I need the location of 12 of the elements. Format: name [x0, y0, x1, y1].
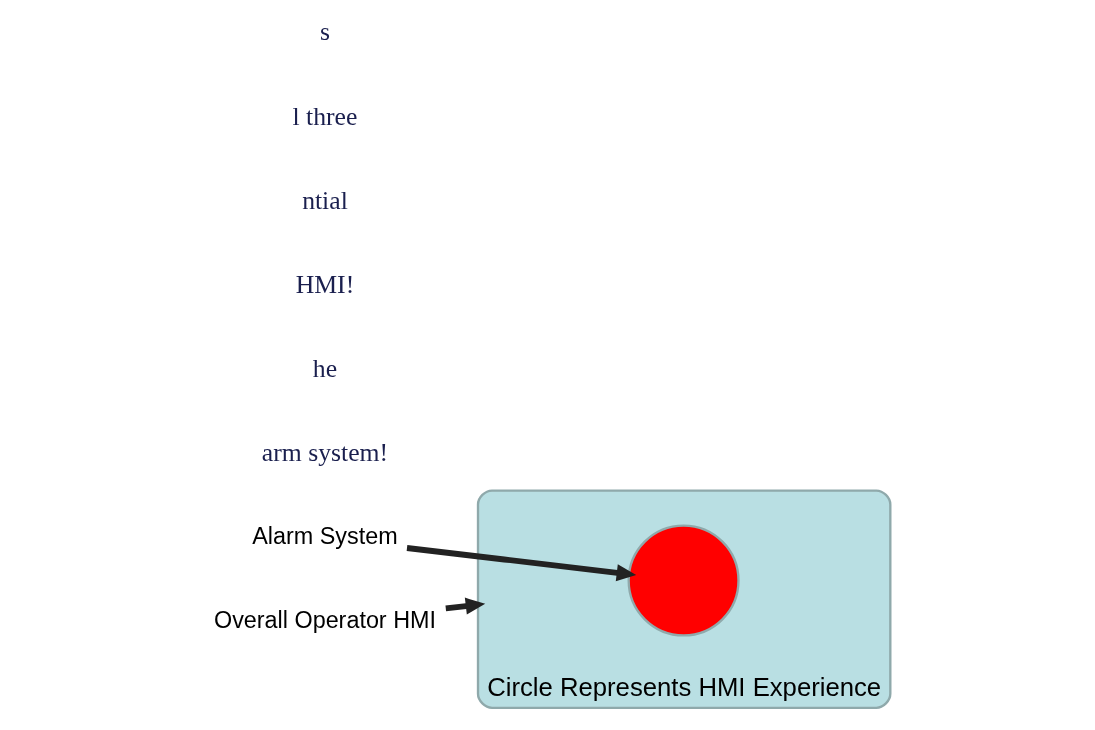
label: ntial: [302, 185, 348, 215]
node-circle: [627, 524, 740, 637]
label: l three: [292, 101, 358, 131]
arrow: [406, 545, 637, 582]
node-text: Overall Operator HMI: [213, 607, 436, 634]
label: HMI!: [295, 269, 355, 299]
label: he: [312, 353, 338, 383]
label: s: [319, 17, 330, 47]
cluster: Circle Represents HMI Experience: [476, 489, 892, 709]
label: arm system!: [261, 437, 389, 467]
node-text: Alarm System: [252, 523, 398, 550]
arrow: [445, 597, 486, 615]
